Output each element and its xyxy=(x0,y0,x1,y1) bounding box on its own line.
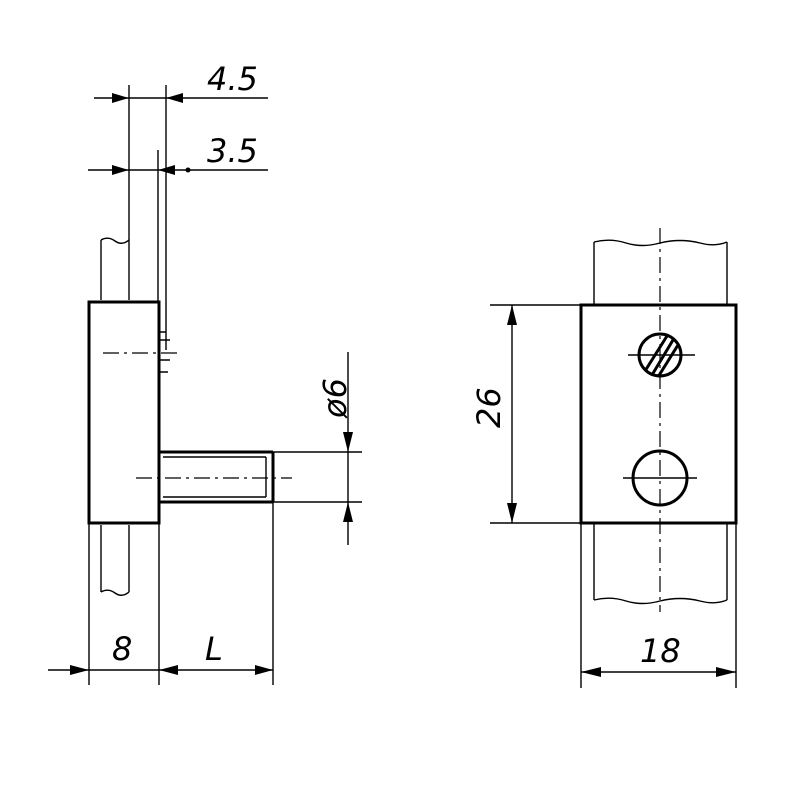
dimension-label-8: 8 xyxy=(112,630,132,668)
dimension-label-L: L xyxy=(205,630,223,668)
dimension-18: 18 xyxy=(580,523,737,688)
dimension-4-5: 4.5 xyxy=(94,60,268,240)
front-view: 26 18 xyxy=(470,228,738,688)
dimension-26: 26 xyxy=(470,304,581,524)
dimension-pin-diameter: ø6 xyxy=(273,352,362,545)
dimension-label-26: 26 xyxy=(470,387,508,428)
front-rail-bottom xyxy=(593,523,728,605)
dimension-label-pin-diameter: ø6 xyxy=(316,378,354,419)
dimension-bottom: 8 L xyxy=(48,502,274,685)
side-view: 4.5 3.5 ø6 8 L xyxy=(48,60,362,685)
dimension-label-4-5: 4.5 xyxy=(207,60,258,98)
dimension-label-18: 18 xyxy=(640,632,681,670)
side-rail-top xyxy=(100,237,130,300)
side-clip xyxy=(157,150,191,373)
front-block xyxy=(579,303,738,525)
pin-hole-icon xyxy=(623,449,697,507)
dimension-label-3-5: 3.5 xyxy=(207,132,258,170)
side-pin xyxy=(136,450,292,504)
side-rail-bottom xyxy=(100,525,130,596)
screw-icon xyxy=(628,332,695,378)
side-block xyxy=(87,300,161,525)
dimension-3-5: 3.5 xyxy=(88,132,268,175)
